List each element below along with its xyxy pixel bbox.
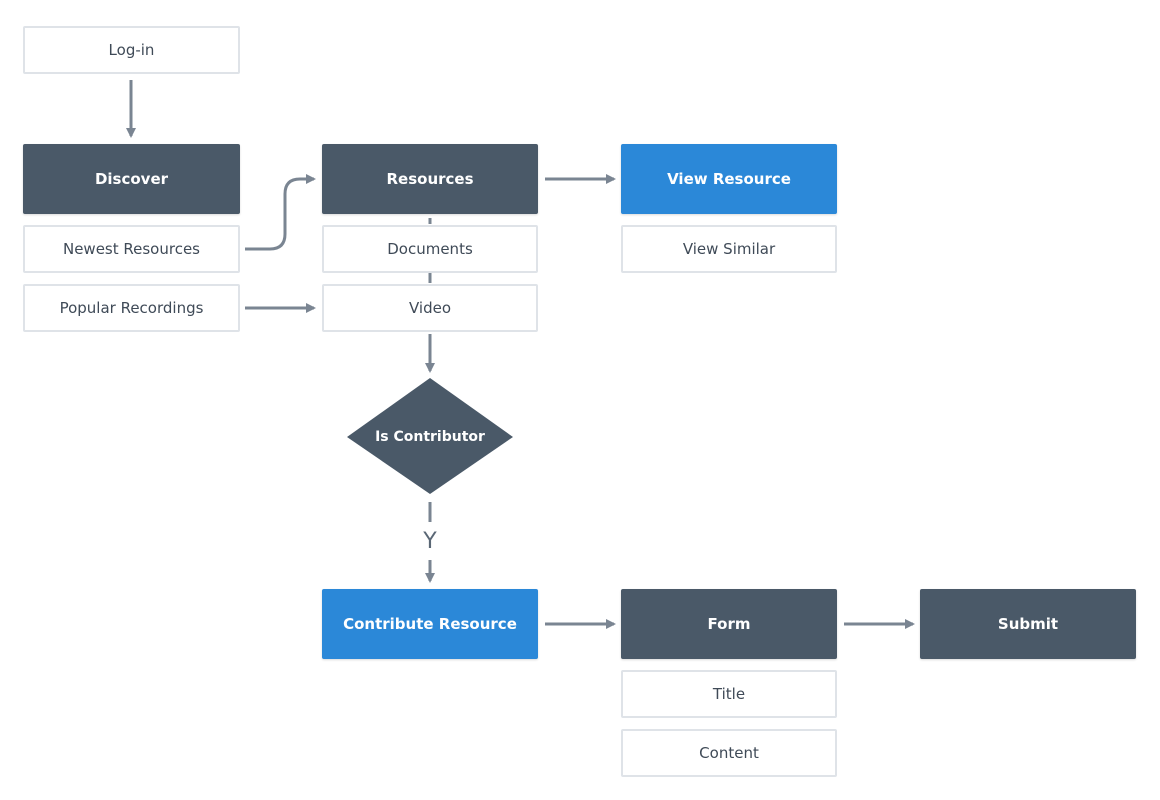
node-content[interactable]: Content xyxy=(621,729,837,777)
node-resources[interactable]: Resources xyxy=(322,144,538,214)
node-is-contributor-label[interactable]: Is Contributor xyxy=(375,429,485,445)
node-video[interactable]: Video xyxy=(322,284,538,332)
node-newest-resources[interactable]: Newest Resources xyxy=(23,225,240,273)
node-discover[interactable]: Discover xyxy=(23,144,240,214)
node-contribute-resource[interactable]: Contribute Resource xyxy=(322,589,538,659)
node-login[interactable]: Log-in xyxy=(23,26,240,74)
node-documents[interactable]: Documents xyxy=(322,225,538,273)
node-view-resource[interactable]: View Resource xyxy=(621,144,837,214)
arrow-newest-resources xyxy=(245,174,316,251)
edge-label-yes: Y xyxy=(423,528,437,554)
node-title[interactable]: Title xyxy=(621,670,837,718)
decision-diamond xyxy=(347,378,513,494)
node-popular-recordings[interactable]: Popular Recordings xyxy=(23,284,240,332)
node-form[interactable]: Form xyxy=(621,589,837,659)
node-view-similar[interactable]: View Similar xyxy=(621,225,837,273)
node-submit[interactable]: Submit xyxy=(920,589,1136,659)
